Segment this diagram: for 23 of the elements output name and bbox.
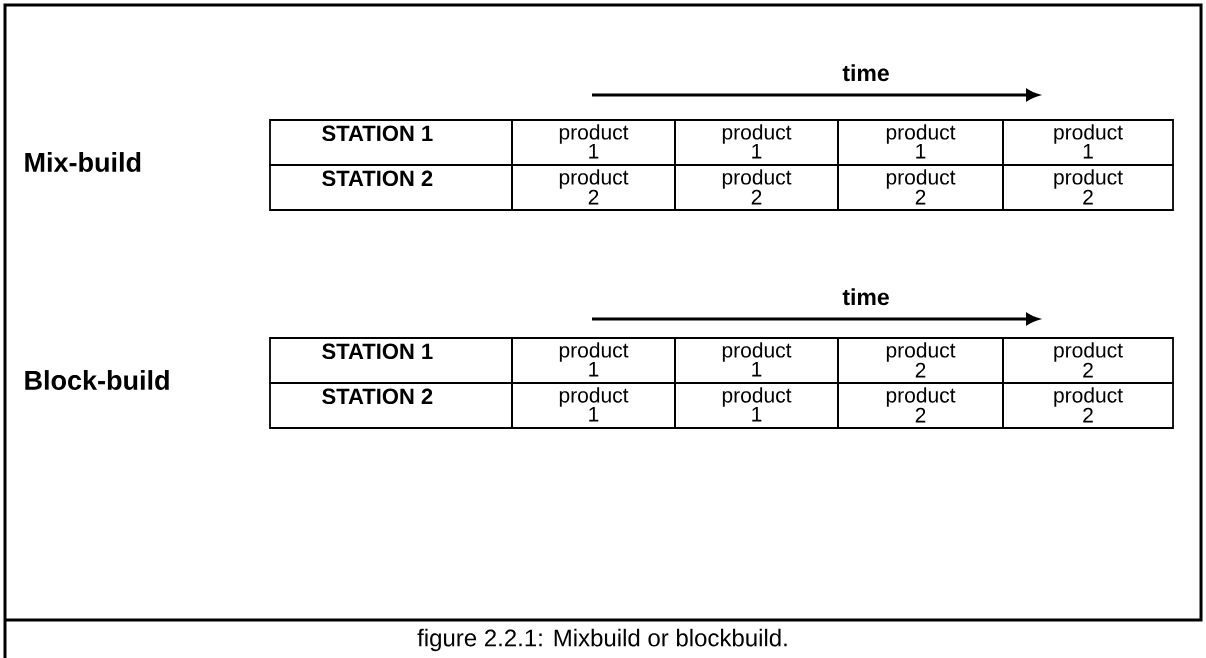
table-cell: product 1 — [511, 337, 676, 384]
table-cell: product 2 — [1002, 164, 1174, 211]
table-cell: product 1 — [511, 119, 676, 166]
row-heading: Block-build — [25, 370, 169, 390]
table-cell: STATION 2 — [269, 164, 513, 211]
table-cell: STATION 2 — [269, 382, 513, 429]
table-cell: product 2 — [1002, 382, 1174, 429]
table-cell: product 2 — [837, 382, 1004, 429]
axis-label: time — [842, 288, 889, 306]
table-cell: product 1 — [511, 382, 676, 429]
caption: figure 2.2.1: Mixbuild or blockbuild. — [417, 628, 787, 652]
table-cell: STATION 1 — [269, 337, 513, 384]
table-cell: product 2 — [511, 164, 676, 211]
table-cell: STATION 1 — [269, 119, 513, 166]
table-cell: product 1 — [837, 119, 1004, 166]
axis-label: time — [842, 64, 889, 82]
table-cell: product 1 — [674, 382, 839, 429]
table-cell: product 1 — [674, 337, 839, 384]
row-heading: Mix-build — [25, 152, 141, 172]
table-cell: product 1 — [1002, 119, 1174, 166]
table-cell: product 2 — [674, 164, 839, 211]
table-cell: product 2 — [837, 164, 1004, 211]
table-cell: product 1 — [674, 119, 839, 166]
